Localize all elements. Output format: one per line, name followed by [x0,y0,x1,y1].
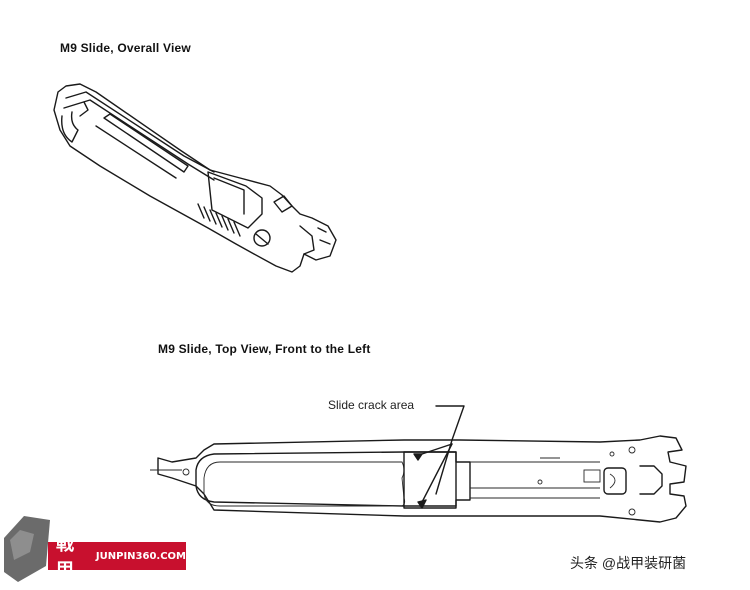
crack-callout-line [435,405,465,495]
top-view-caption: M9 Slide, Top View, Front to the Left [158,342,371,356]
watermark-logo: 戦甲 JUNPIN360.COM [4,512,186,584]
watermark-url: JUNPIN360.COM [95,550,186,562]
slide-crack-area-label: Slide crack area [328,398,415,412]
watermark-stone-icon [4,516,50,582]
watermark-logo-text: 戦甲 [56,534,74,581]
crack-area-box [403,451,457,509]
safety-lever [253,229,271,247]
slide-overall-view [53,83,337,273]
watermark-logo-banner: 戦甲 JUNPIN360.COM [48,534,186,581]
slide-top-view [150,405,687,523]
attribution-text: 头条 @战甲装研菌 [570,555,687,571]
slide-serrations [197,203,241,237]
overall-view-caption: M9 Slide, Overall View [60,41,191,55]
